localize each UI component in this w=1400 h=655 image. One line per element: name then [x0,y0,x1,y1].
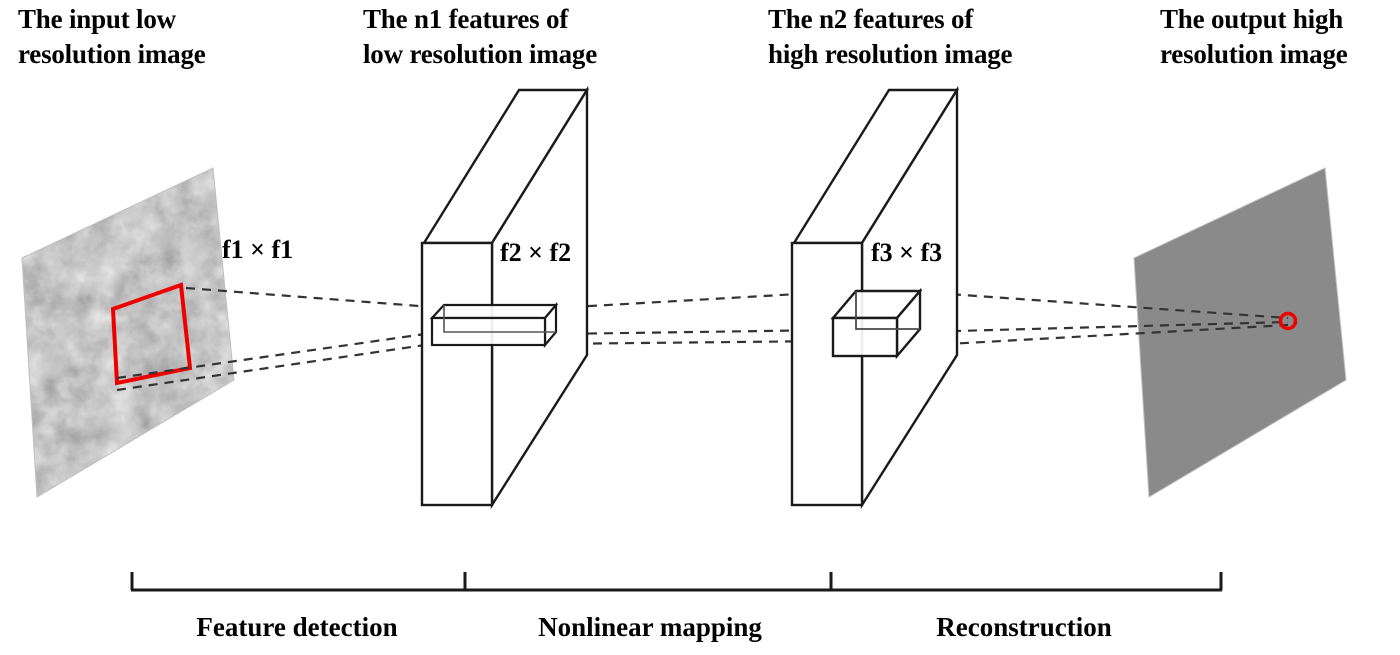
dashed-ray-top-c [919,290,1289,320]
dashed-ray-group [116,286,1289,392]
stage-label-feature-detection: Feature detection [196,612,398,642]
n2-slab-front-face [790,241,864,507]
filter-label-f3: f3 × f3 [871,238,943,267]
stage-bracket [130,572,1223,592]
n2-inner-filter-box [830,287,923,360]
filter-label-f2: f2 × f2 [500,238,572,267]
stage-label-nonlinear-mapping: Nonlinear mapping [538,612,762,642]
dashed-ray-mid-c [919,320,1289,334]
dashed-ray-bot-a [116,342,433,392]
column-title-output-high-res: The output high resolution image [1160,4,1348,69]
column-title-n2-features: The n2 features of high resolution image [768,4,1013,69]
dashed-ray-top-b [555,290,834,310]
stage-label-reconstruction: Reconstruction [936,612,1112,642]
column-title-input-low-res: The input low resolution image [18,4,206,69]
column-title-n1-features: The n1 features of low resolution image [363,4,597,69]
dashed-ray-bot-b [544,339,834,346]
input-image-plane [21,167,235,498]
output-point-marker [1278,311,1298,331]
n1-inner-filter-box [429,301,559,349]
input-patch-marker [110,282,193,386]
dashed-ray-mid-b [555,328,834,336]
dashed-ray-mid-a [116,331,433,380]
n1-feature-slab [420,85,590,510]
n1-slab-front-face [420,241,494,507]
filter-label-f1: f1 × f1 [222,235,294,264]
